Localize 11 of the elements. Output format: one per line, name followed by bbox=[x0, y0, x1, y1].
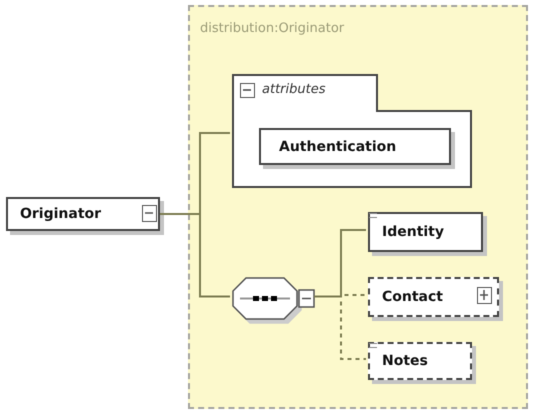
attributes-label: attributes bbox=[262, 82, 326, 97]
connector-line bbox=[314, 296, 366, 360]
element-name: Identity bbox=[382, 224, 444, 240]
type-name: distribution:Originator bbox=[200, 21, 344, 36]
sequence-octagon bbox=[232, 277, 316, 320]
element-name: Originator bbox=[20, 206, 102, 222]
element-name: Contact bbox=[382, 289, 443, 305]
element-name: Notes bbox=[382, 353, 428, 369]
element-name: Authentication bbox=[279, 138, 396, 154]
attributes-panel bbox=[232, 74, 472, 188]
type-box bbox=[188, 5, 528, 409]
